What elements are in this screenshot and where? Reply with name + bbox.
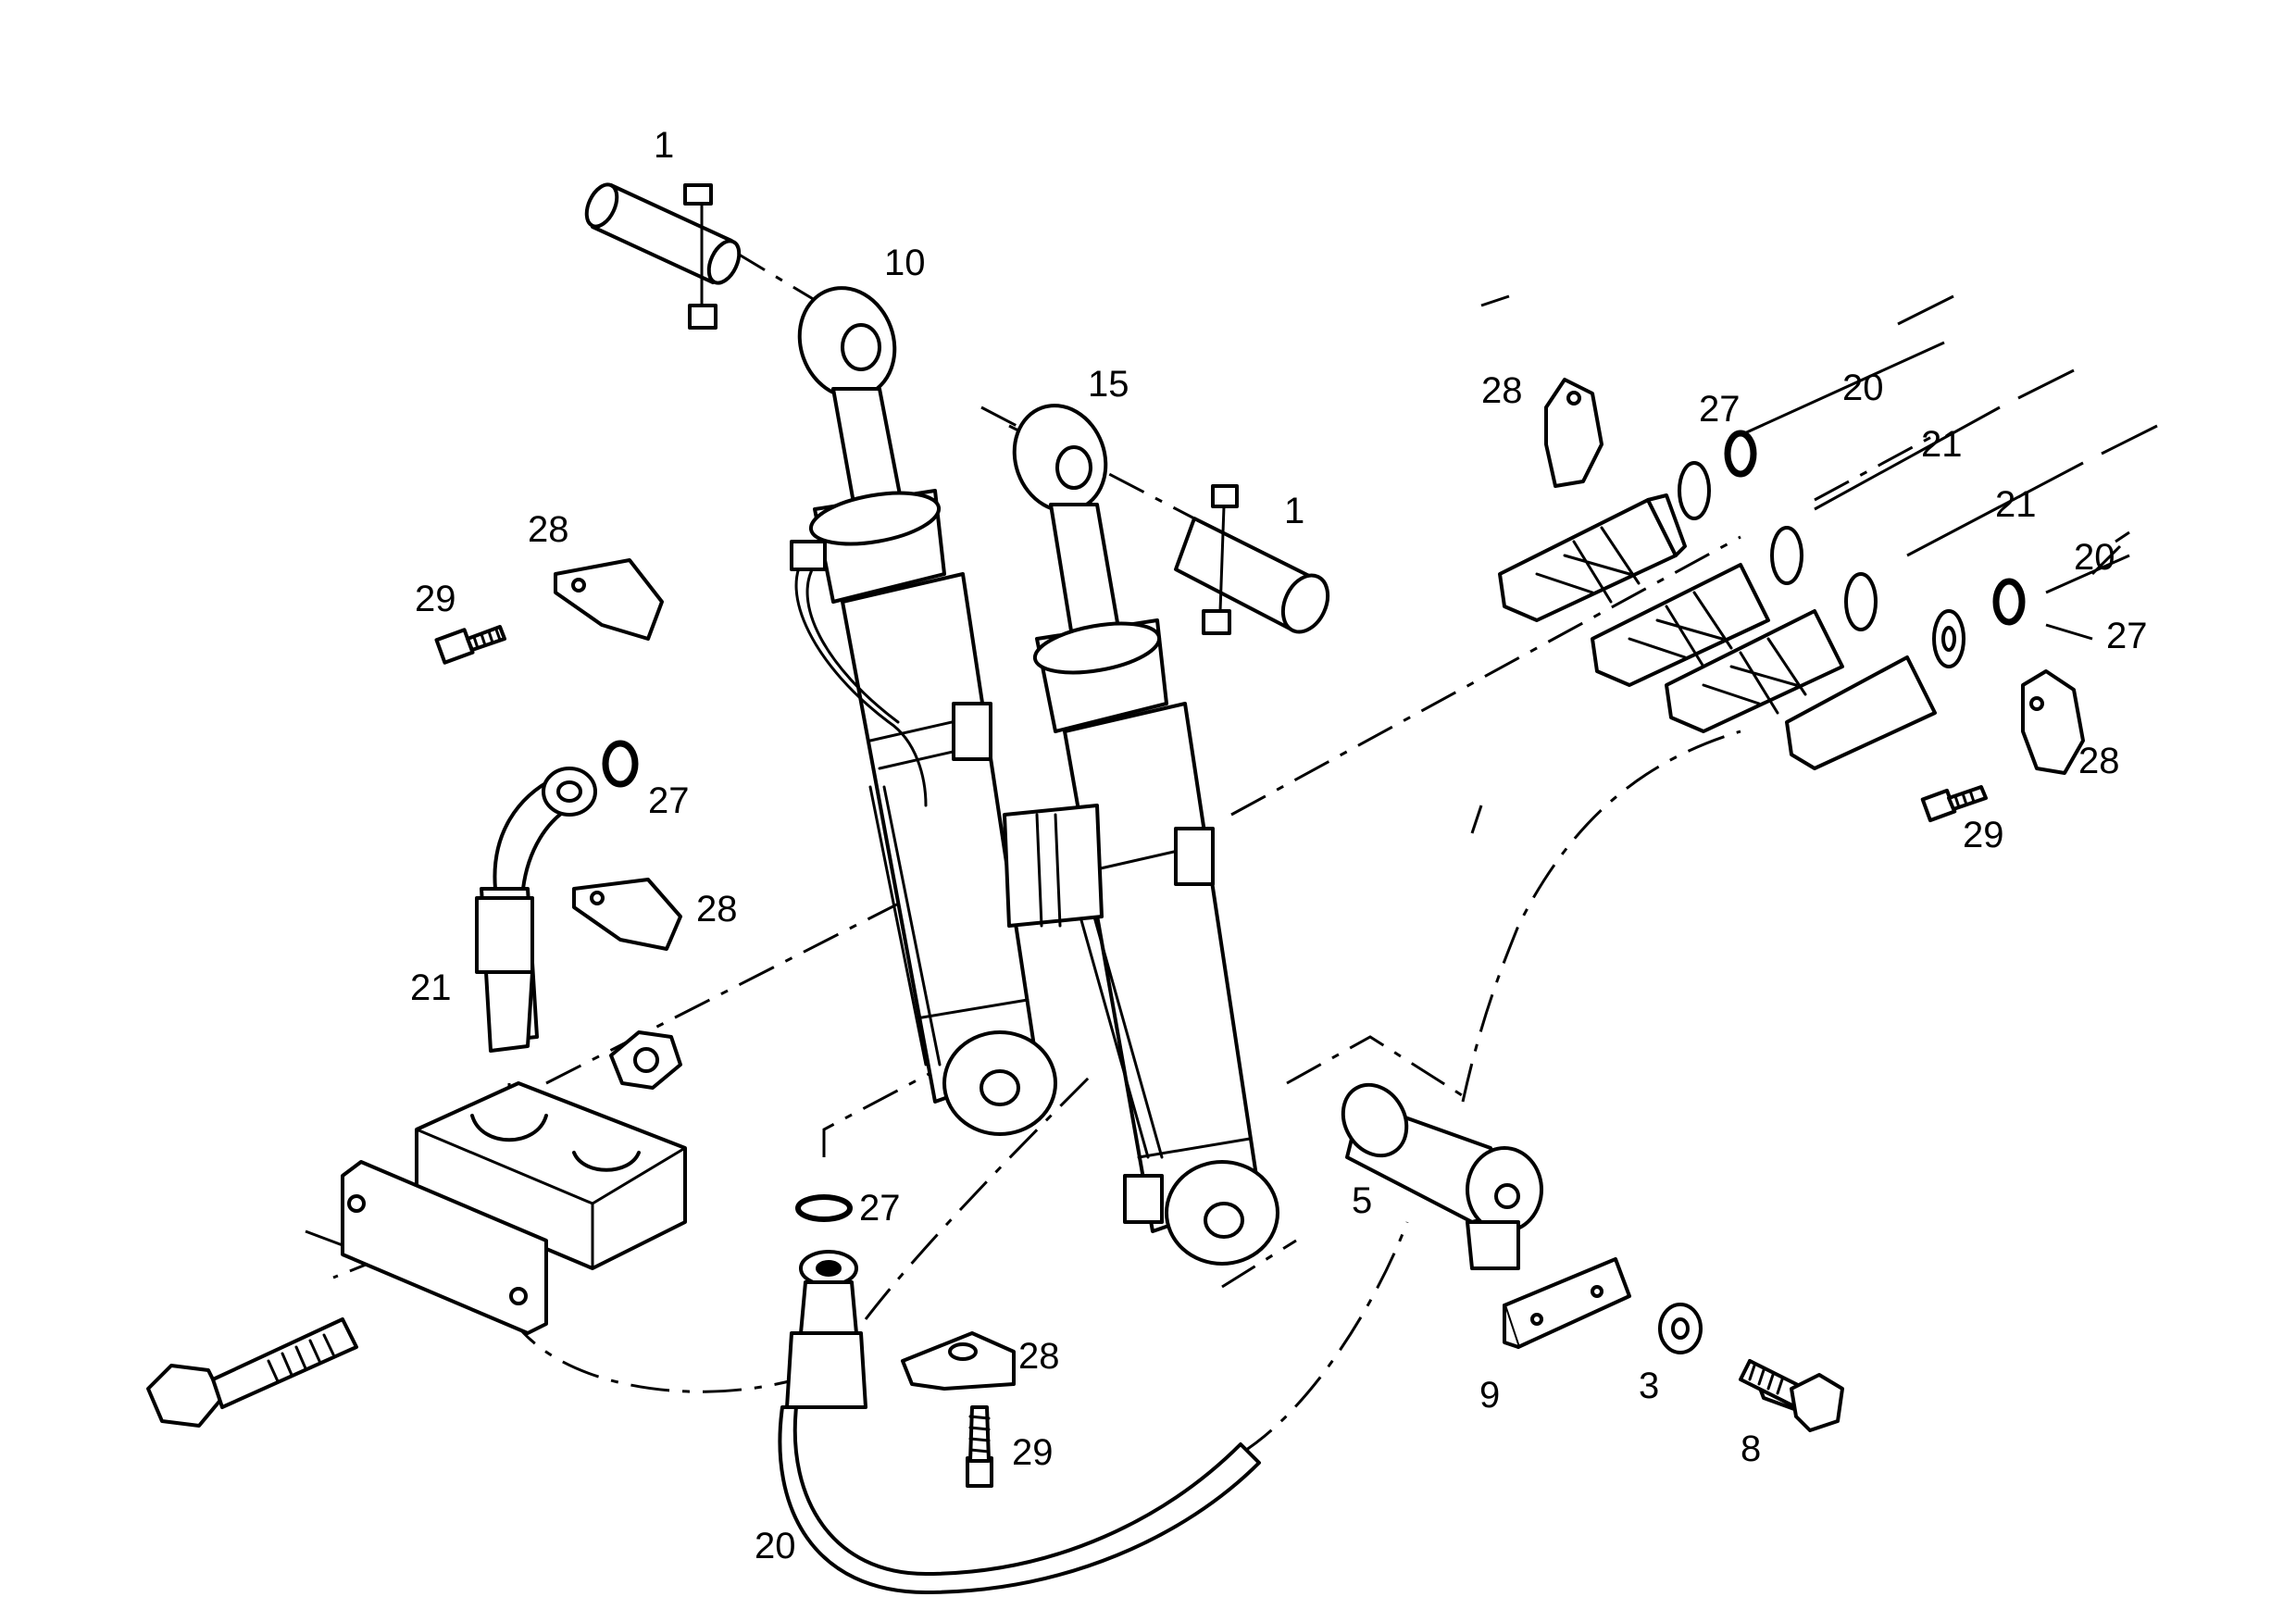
- clamp-part-28-upper-left: [554, 558, 664, 641]
- callout-27-right: 27: [2106, 616, 2148, 656]
- o-ring-part-27-right: [1992, 578, 2026, 626]
- callout-20-upper-right: 20: [1842, 368, 1884, 408]
- callout-21-right-b: 21: [1995, 484, 2037, 525]
- callout-10: 10: [884, 243, 926, 283]
- callout-20-bottom: 20: [755, 1526, 796, 1566]
- backing-plate: [341, 1160, 548, 1335]
- hose-part-20-bottom: [778, 1250, 1261, 1594]
- callout-28-upper-left: 28: [528, 509, 569, 550]
- clamp-part-28-bottom: [901, 1331, 1016, 1391]
- pin-part-1-top: [584, 182, 742, 330]
- hose-end-part-21-c: [1665, 572, 1878, 733]
- screw-part-29-upper-left: [434, 625, 506, 665]
- bracket-plate: [1003, 804, 1104, 928]
- callout-9: 9: [1479, 1375, 1500, 1416]
- callout-29-upper-left: 29: [415, 579, 456, 619]
- callout-1-top: 1: [654, 125, 674, 166]
- cylinder-part-10: [790, 286, 1057, 1136]
- callout-29-bottom: 29: [1012, 1432, 1054, 1473]
- o-ring-part-27-upper-right: [1724, 430, 1757, 478]
- hose-part-21-left: [475, 767, 597, 1053]
- long-bolt: [146, 1317, 358, 1428]
- callout-28-mid-left: 28: [696, 889, 738, 930]
- hose-end-part-21-b: [1591, 526, 1803, 687]
- cylinder-part-15: [1012, 404, 1279, 1266]
- pin-part-1-right: [1174, 484, 1330, 635]
- pin-part-5: [1341, 1082, 1543, 1270]
- callout-28-upper-right: 28: [1481, 370, 1523, 411]
- callout-15: 15: [1088, 364, 1129, 405]
- screw-part-29-bottom: [966, 1405, 993, 1488]
- hose-end-part-21-a: [1498, 461, 1711, 622]
- callout-27-bottom: 27: [859, 1188, 901, 1229]
- callout-28-right: 28: [2078, 741, 2120, 781]
- clamp-part-28-right: [2021, 669, 2085, 775]
- callout-20-right: 20: [2074, 537, 2115, 578]
- callout-5: 5: [1352, 1180, 1372, 1221]
- washer-part-3: [1658, 1303, 1703, 1354]
- callout-3: 3: [1639, 1366, 1659, 1406]
- callout-27-upper-right: 27: [1699, 389, 1741, 430]
- callout-29-right: 29: [1963, 815, 2004, 855]
- leader-lines: [1258, 294, 2158, 641]
- callout-21-left: 21: [410, 967, 452, 1008]
- clamp-part-28-mid-left: [572, 878, 682, 951]
- hose-end-part-20-right: [1785, 609, 1965, 770]
- callout-1-right: 1: [1284, 491, 1304, 531]
- o-ring-part-27-left: [602, 740, 639, 788]
- nut: [609, 1030, 682, 1090]
- o-ring-part-27-bottom: [795, 1194, 853, 1222]
- clamp-part-28-upper-right: [1544, 378, 1603, 488]
- callout-28-bottom: 28: [1018, 1336, 1060, 1377]
- callout-27-left: 27: [648, 780, 690, 821]
- callout-21-right-a: 21: [1921, 424, 1963, 465]
- screw-part-29-right: [1920, 785, 1988, 823]
- plate-part-9: [1503, 1257, 1631, 1349]
- bolt-part-8: [1739, 1359, 1844, 1432]
- callout-8: 8: [1741, 1429, 1761, 1469]
- callout-labels: 1 10 15 1 28 29 27 28 21 27 28 29 20 5 9…: [410, 125, 2148, 1566]
